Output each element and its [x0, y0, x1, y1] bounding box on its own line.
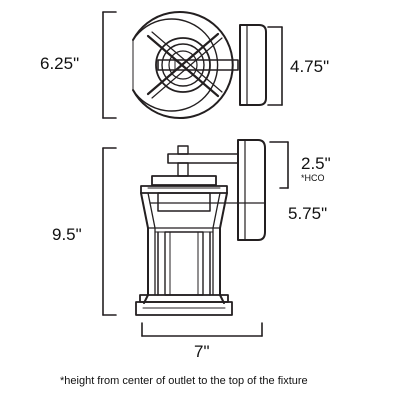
dimension-width: 7" — [194, 342, 210, 361]
dimension-hco: 2.5" — [301, 154, 331, 173]
dimension-bracket-top-height — [102, 11, 117, 119]
dimension-top-height: 6.25" — [40, 54, 80, 73]
dimension-bracket-width — [141, 322, 263, 337]
lantern-bars — [157, 231, 211, 296]
front-view — [102, 139, 289, 337]
dimension-bracket-overall-height — [102, 147, 117, 316]
footnote: *height from center of outlet to the top… — [60, 375, 308, 387]
wall-backplate — [237, 139, 266, 241]
dimension-backplate-height: 5.75" — [288, 204, 328, 223]
top-view — [102, 11, 283, 119]
hanging-arm — [167, 145, 239, 177]
hco-note: *HCO — [301, 173, 325, 183]
top-arm — [157, 59, 239, 71]
dimension-top-depth: 4.75" — [290, 57, 330, 76]
top-backplate — [239, 24, 267, 106]
top-canopy — [132, 11, 234, 119]
lantern-frame — [140, 192, 228, 304]
glass-shade — [164, 231, 204, 296]
dimension-bracket-hco — [269, 141, 289, 189]
dimension-bracket-top-depth — [267, 26, 283, 106]
dimension-overall-height: 9.5" — [52, 225, 82, 244]
top-cross-bars — [146, 31, 223, 99]
lantern-crown — [140, 175, 266, 212]
lantern-base — [135, 294, 233, 316]
